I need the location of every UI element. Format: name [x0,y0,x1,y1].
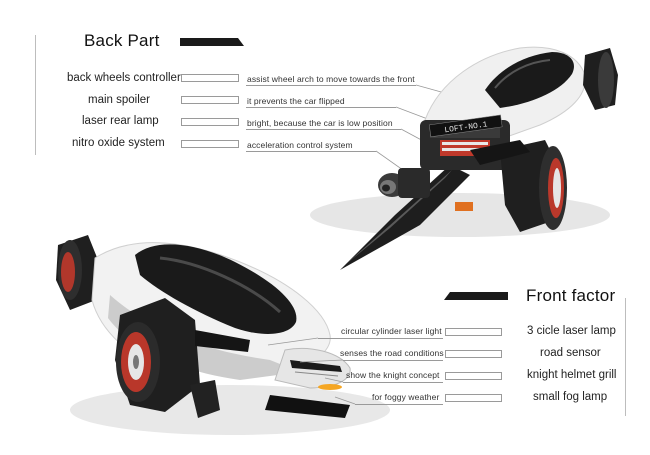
back-item-leader-box [181,74,239,82]
back-item-leader-line [246,151,376,152]
back-item-desc: bright, because the car is low position [247,118,393,128]
back-item-leader-box [181,140,239,148]
back-item-desc: acceleration control system [247,140,353,150]
back-item-desc: assist wheel arch to move towards the fr… [247,74,415,84]
front-item-leader-line [318,338,443,339]
front-item-desc: senses the road conditions [340,348,444,358]
back-item-label: main spoiler [88,94,150,106]
back-part-accent-bar [180,38,244,46]
front-item-leader-line [343,382,443,383]
right-divider-line [625,298,626,416]
front-item-label: knight helmet grill [527,369,617,381]
back-item-leader-box [181,118,239,126]
back-item-leader-line [246,85,416,86]
front-item-desc: show the knight concept [346,370,440,380]
back-item-label: back wheels controller [67,72,181,84]
front-item-desc: circular cylinder laser light [341,326,442,336]
front-item-leader-box [445,372,502,380]
left-divider-line [35,35,36,155]
back-item-leader-box [181,96,239,104]
back-item-label: laser rear lamp [82,115,159,127]
front-item-label: road sensor [540,347,601,359]
back-item-label: nitro oxide system [72,137,165,149]
front-item-leader-box [445,350,502,358]
front-factor-accent-bar [444,292,508,300]
back-item-desc: it prevents the car flipped [247,96,345,106]
front-item-leader-line [355,404,443,405]
front-item-desc: for foggy weather [372,392,440,402]
front-factor-title: Front factor [526,286,616,305]
back-item-leader-line [246,129,401,130]
front-item-label: 3 cicle laser lamp [527,325,616,337]
front-item-leader-box [445,394,502,402]
front-item-leader-box [445,328,502,336]
back-item-leader-line [246,107,396,108]
front-item-label: small fog lamp [533,391,608,403]
front-item-leader-line [343,360,443,361]
back-part-title: Back Part [84,31,160,50]
